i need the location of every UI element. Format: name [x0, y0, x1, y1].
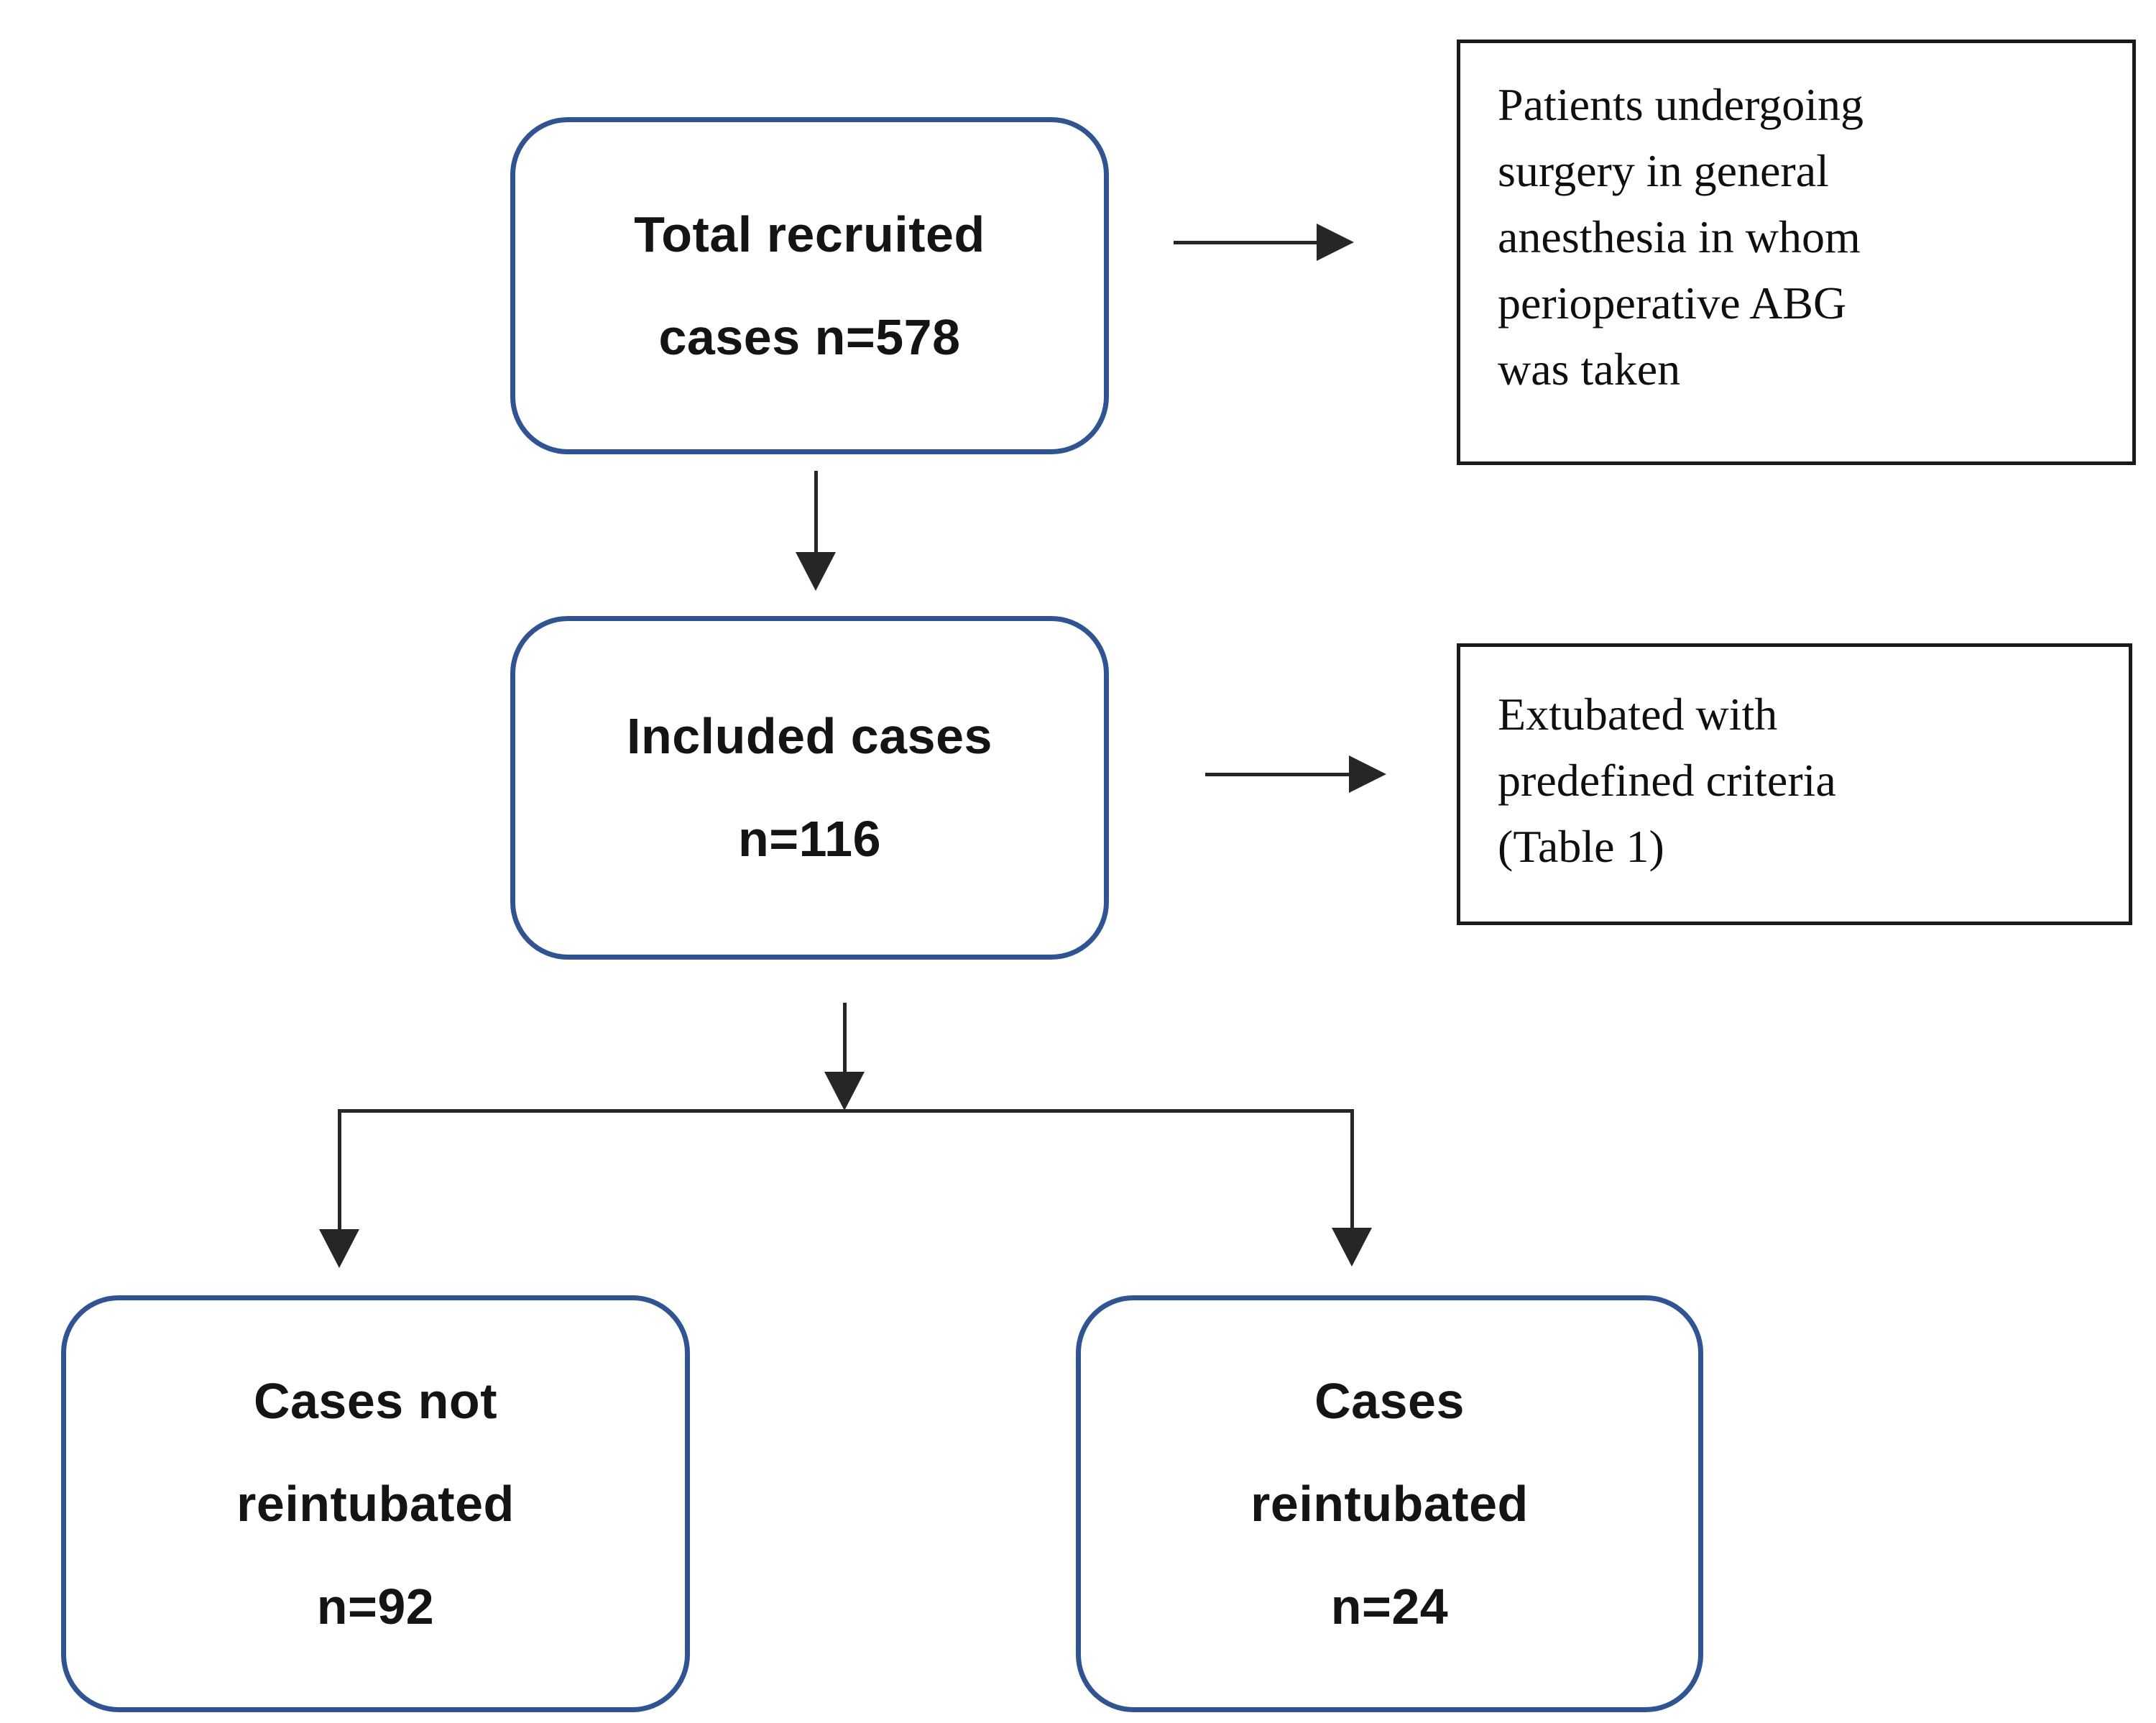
connector-total-to-abg-arrowhead-icon: [1317, 224, 1354, 261]
node-cases-not-reintubated: Cases not reintubated n=92: [61, 1295, 690, 1712]
branch-horizontal-line: [338, 1109, 1354, 1113]
connector-total-to-included-arrowhead-icon: [796, 552, 836, 591]
connector-included-to-branch-line: [843, 1003, 847, 1073]
connector-total-to-abg-line: [1174, 241, 1317, 244]
branch-left-arrowhead-icon: [319, 1229, 359, 1268]
node-included-cases: Included cases n=116: [510, 616, 1109, 960]
annotation-extubation-criteria: Extubated with predefined criteria (Tabl…: [1457, 643, 2132, 925]
node-cases-reintubated: Cases reintubated n=24: [1076, 1295, 1703, 1712]
connector-total-to-included-line: [814, 471, 818, 556]
connector-included-to-branch-arrowhead-icon: [824, 1072, 865, 1111]
branch-right-arrowhead-icon: [1332, 1228, 1372, 1267]
branch-left-drop-line: [338, 1109, 341, 1231]
branch-right-drop-line: [1350, 1109, 1354, 1229]
node-total-recruited-cases: Total recruited cases n=578: [510, 117, 1109, 454]
annotation-surgery-abg: Patients undergoing surgery in general a…: [1457, 40, 2136, 465]
connector-included-to-extubation-arrowhead-icon: [1349, 755, 1386, 793]
connector-included-to-extubation-line: [1205, 773, 1350, 776]
